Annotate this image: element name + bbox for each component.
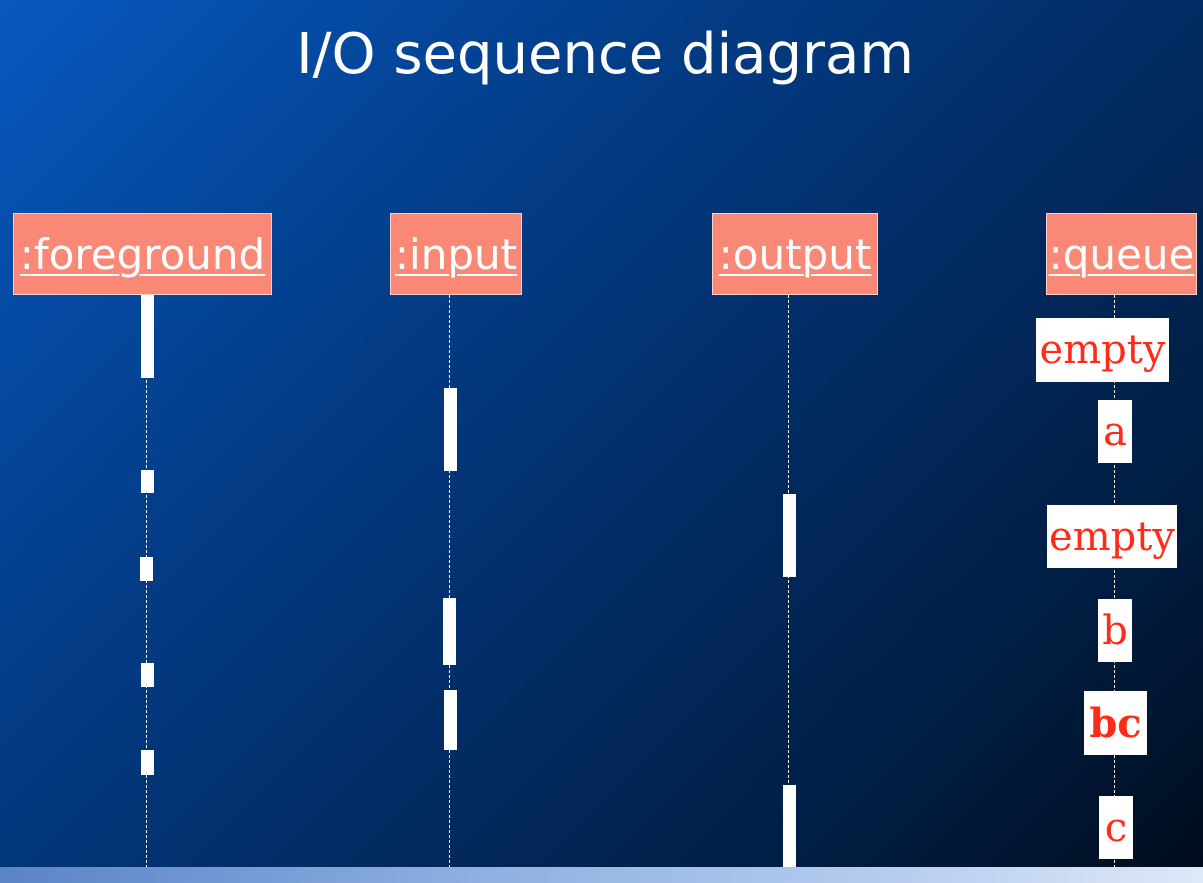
background-image-strip xyxy=(0,867,1203,883)
object-foreground: :foreground xyxy=(13,213,272,295)
lifeline-input xyxy=(449,295,450,883)
lifeline-queue xyxy=(1114,295,1115,883)
lifeline-output xyxy=(788,295,789,883)
activation-output xyxy=(783,785,796,867)
queue-state: b xyxy=(1098,599,1132,662)
activation-input xyxy=(443,598,456,665)
activation-input xyxy=(444,388,457,471)
object-input: :input xyxy=(390,213,522,295)
lifeline-foreground xyxy=(146,295,147,883)
activation-foreground xyxy=(141,295,154,378)
object-label-output: :output xyxy=(718,229,872,279)
activation-foreground xyxy=(140,557,153,581)
slide-title: I/O sequence diagram xyxy=(296,22,914,87)
queue-state: a xyxy=(1098,400,1132,463)
queue-state: c xyxy=(1099,796,1133,859)
activation-foreground xyxy=(141,470,154,493)
object-queue: :queue xyxy=(1046,213,1197,295)
activation-foreground xyxy=(141,663,154,687)
object-output: :output xyxy=(712,213,878,295)
queue-state: empty xyxy=(1047,505,1177,568)
object-label-input: :input xyxy=(394,229,518,279)
object-label-queue: :queue xyxy=(1048,229,1195,279)
activation-output xyxy=(783,494,796,577)
activation-input xyxy=(444,690,457,750)
queue-state: bc xyxy=(1084,691,1147,755)
queue-state: empty xyxy=(1036,318,1169,382)
object-label-foreground: :foreground xyxy=(19,229,266,279)
activation-foreground xyxy=(141,750,154,775)
